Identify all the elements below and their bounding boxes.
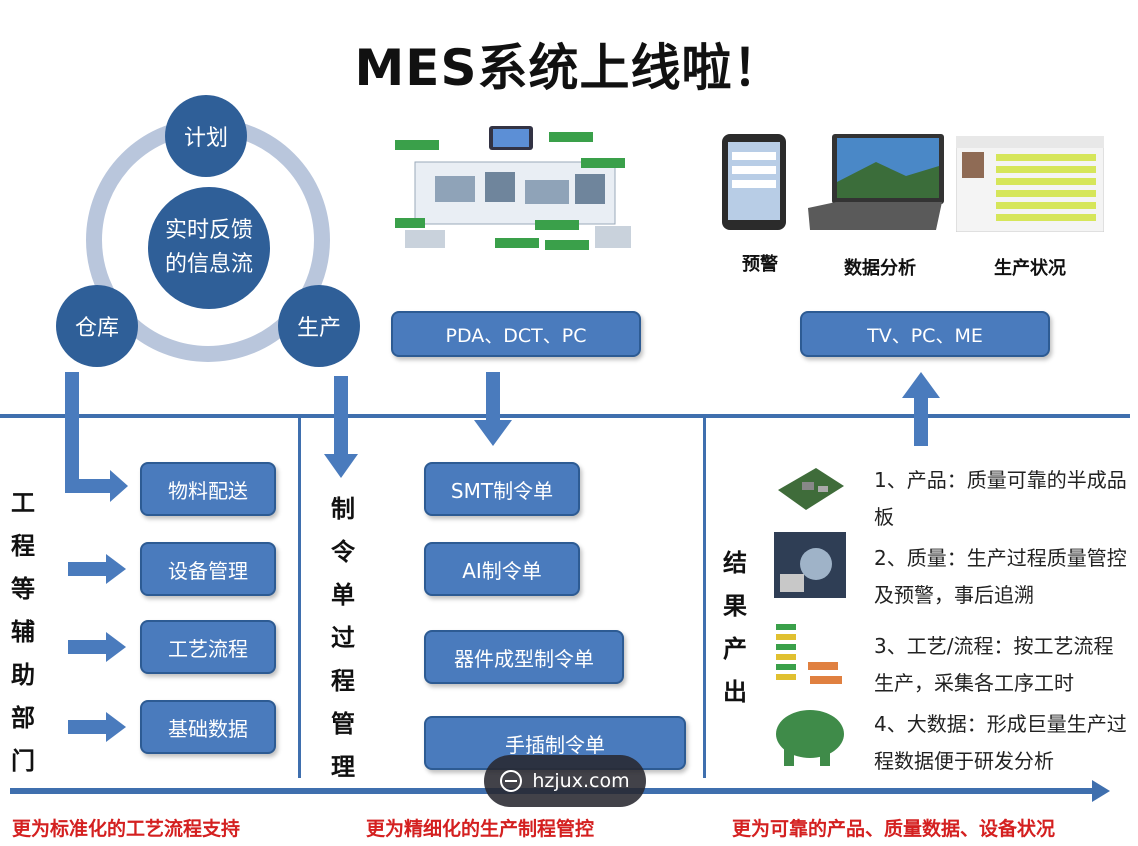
- cycle-node-plan: 计划: [165, 95, 247, 177]
- box-ai-order-label: AI制令单: [462, 558, 542, 583]
- arrow-process: [68, 640, 108, 654]
- result-item-product: 1、产品：质量可靠的半成品板: [874, 468, 1127, 529]
- arrow-production: [334, 376, 348, 456]
- arrow-devices-down-head: [474, 420, 512, 446]
- arrow-results-up: [914, 396, 928, 446]
- box-devices-middle-label: PDA、DCT、PC: [445, 324, 587, 347]
- caption-production-status: 生产状况: [994, 258, 1066, 279]
- box-component-forming-order: 器件成型制令单: [424, 630, 624, 684]
- box-manual-insertion-order-label: 手插制令单: [505, 732, 605, 757]
- tablet-illustration: [722, 134, 786, 230]
- divider-right: [703, 418, 706, 778]
- caption-warning: 预警: [742, 254, 778, 275]
- cycle-node-production-label: 生产: [296, 316, 341, 341]
- box-process-flow-label: 工艺流程: [168, 636, 248, 661]
- arrow-process-head: [106, 632, 126, 662]
- bottom-arrow-head: [1092, 780, 1110, 802]
- process-flow-thumbnail: [770, 620, 850, 690]
- box-basic-data: 基础数据: [140, 700, 276, 754]
- top-divider: [0, 414, 1130, 418]
- cycle-node-warehouse: 仓库: [56, 285, 138, 367]
- left-department-label: 工程等辅助部门: [11, 489, 35, 775]
- box-material-delivery-label: 物料配送: [168, 478, 248, 503]
- cycle-center-label: 实时反馈的信息流: [164, 218, 253, 277]
- arrow-equipment: [68, 562, 108, 576]
- box-smt-order: SMT制令单: [424, 462, 580, 516]
- cycle-center: 实时反馈的信息流: [148, 187, 270, 309]
- result-item-big-data: 4、大数据：形成巨量生产过程数据便于研发分析: [874, 712, 1127, 773]
- dashboard-illustration: [956, 136, 1104, 232]
- order-management-label: 制令单过程管理: [331, 495, 355, 781]
- bottom-label-reliable: 更为可靠的产品、质量数据、设备状况: [732, 818, 1056, 840]
- arrow-basic-data-head: [106, 712, 126, 742]
- quality-thumbnail: [774, 532, 846, 598]
- product-board-thumbnail: [778, 468, 844, 510]
- watermark-badge: hzjux.com: [484, 755, 646, 807]
- result-output-label: 结果产出: [723, 549, 747, 706]
- bottom-label-refined: 更为精细化的生产制程管控: [366, 818, 595, 840]
- box-ai-order: AI制令单: [424, 542, 580, 596]
- bottom-label-standardized: 更为标准化的工艺流程支持: [12, 818, 241, 840]
- globe-icon: [500, 770, 523, 792]
- box-basic-data-label: 基础数据: [168, 716, 248, 741]
- watermark-text: hzjux.com: [532, 770, 630, 792]
- result-item-process: 3、工艺/流程：按工艺流程生产，采集各工序工时: [874, 634, 1114, 695]
- box-component-forming-order-label: 器件成型制令单: [454, 646, 594, 671]
- arrow-equipment-head: [106, 554, 126, 584]
- box-equipment-management: 设备管理: [140, 542, 276, 596]
- big-data-thumbnail: [770, 700, 850, 770]
- factory-layout-illustration: [385, 120, 637, 260]
- cycle-node-warehouse-label: 仓库: [74, 316, 119, 341]
- caption-data-analysis: 数据分析: [844, 258, 916, 279]
- box-devices-right: TV、PC、ME: [800, 311, 1050, 357]
- arrow-production-head: [324, 454, 358, 478]
- arrow-warehouse: [65, 372, 112, 493]
- divider-left: [298, 418, 301, 778]
- box-material-delivery: 物料配送: [140, 462, 276, 516]
- arrow-warehouse-head: [110, 470, 128, 502]
- cycle-node-production: 生产: [278, 285, 360, 367]
- box-smt-order-label: SMT制令单: [450, 478, 554, 503]
- page-title: MES系统上线啦！: [354, 39, 784, 97]
- box-process-flow: 工艺流程: [140, 620, 276, 674]
- box-devices-right-label: TV、PC、ME: [867, 324, 983, 347]
- result-item-quality: 2、质量：生产过程质量管控及预警，事后追溯: [874, 546, 1127, 607]
- arrow-basic-data: [68, 720, 108, 734]
- arrow-results-up-head: [902, 372, 940, 398]
- box-devices-middle: PDA、DCT、PC: [391, 311, 641, 357]
- cycle-node-plan-label: 计划: [183, 126, 228, 151]
- laptop-illustration: [808, 134, 944, 230]
- arrow-devices-down: [486, 372, 500, 422]
- box-equipment-management-label: 设备管理: [168, 558, 248, 583]
